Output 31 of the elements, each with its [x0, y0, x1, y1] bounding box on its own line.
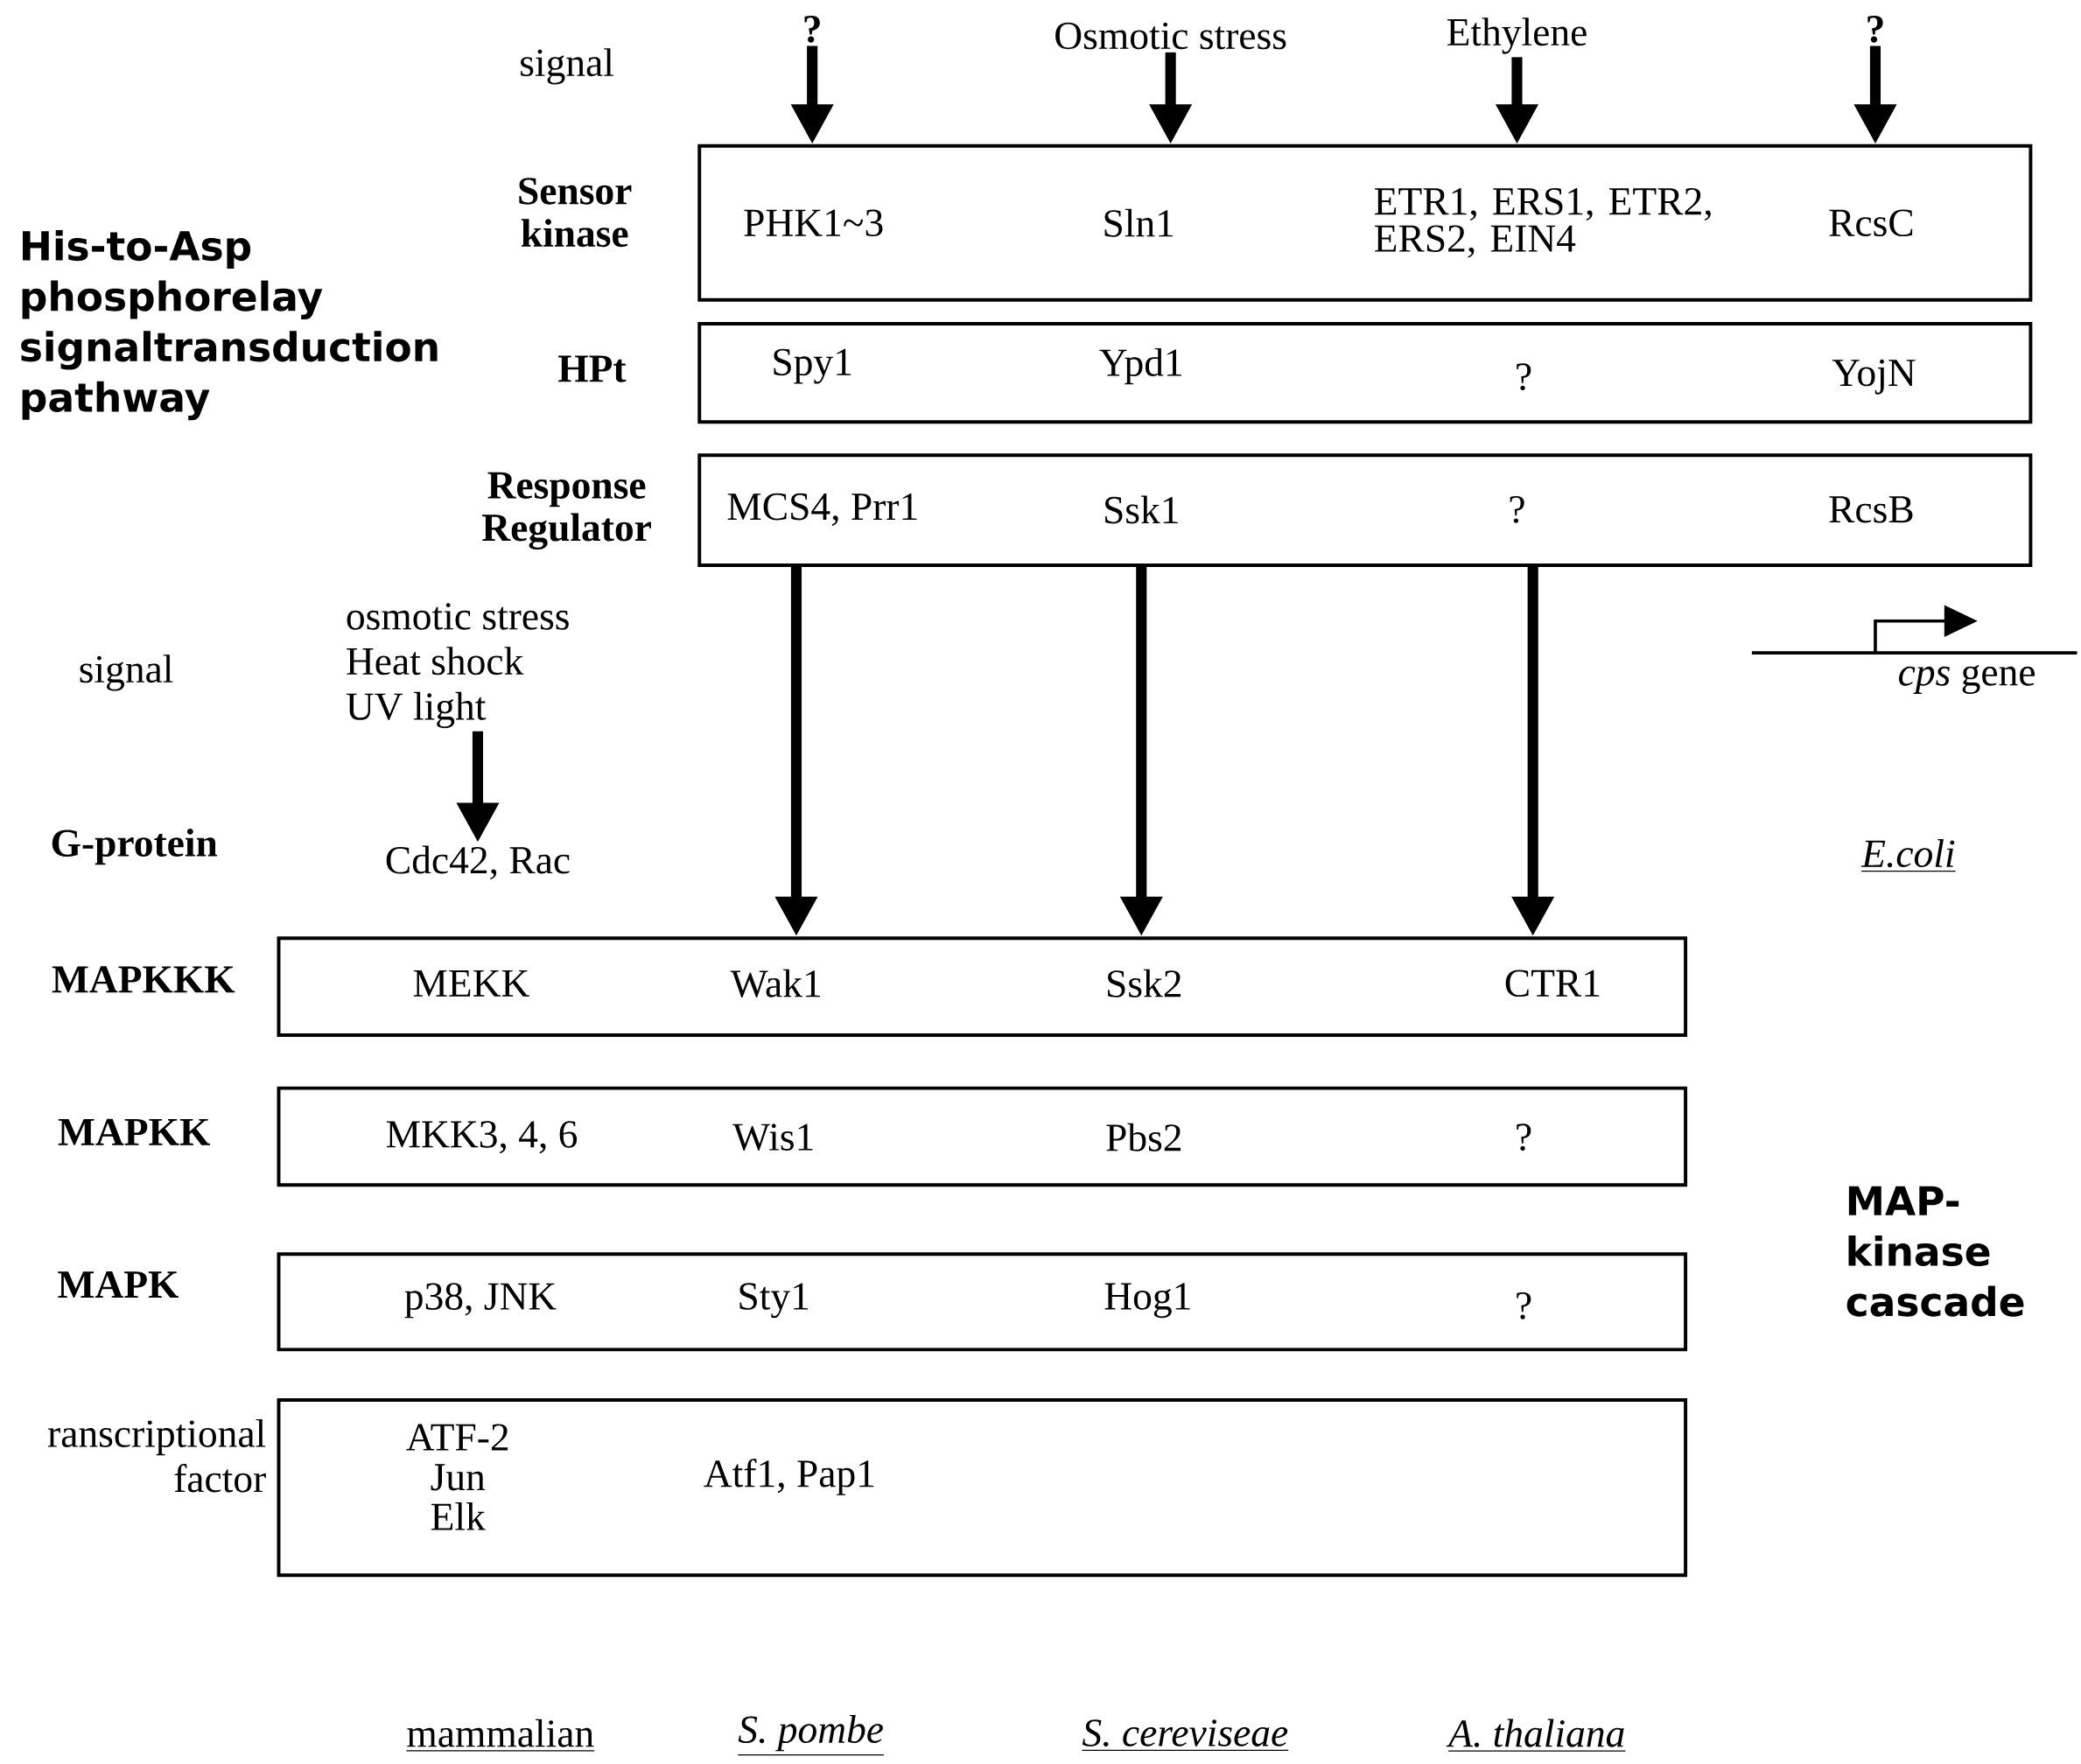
- signal-text: osmotic stress Heat shock UV light: [346, 603, 569, 729]
- organism-label: E.coli: [1860, 839, 1957, 872]
- row-box: MCS4, Prr1 Ssk1 ? RcsB: [697, 453, 2033, 568]
- organism-label: A. thaliana: [1446, 1718, 1626, 1752]
- side-label: signal: [521, 48, 613, 85]
- signal-text: Cdc42, Rac: [386, 845, 570, 880]
- row-box: MKK3, 4, 6 Wis1 Pbs2 ?: [277, 1086, 1688, 1187]
- row-label: G-protein: [52, 829, 218, 865]
- row-box: p38, JNK Sty1 Hog1 ?: [277, 1252, 1688, 1352]
- organism-label: S. cereviseae: [1081, 1719, 1289, 1752]
- cascade-title: MAP- kinase cascade: [1846, 1186, 2024, 1317]
- signal-text: Osmotic stress: [1055, 22, 1286, 50]
- row-box: Spy1 Ypd1 ? YojN: [697, 322, 2033, 424]
- signal-text: Ethylene: [1447, 18, 1587, 54]
- row-box: MEKK Wak1 Ssk2 CTR1: [277, 936, 1688, 1038]
- row-label: MAPKKK: [52, 966, 235, 993]
- row-box: PHK1~3 Sln1 ETR1, ERS1, ETR2, ERS2, EIN4 RcsC: [697, 144, 2033, 302]
- signal-text: ?: [1867, 16, 1883, 43]
- row-box: ATF-2 Jun Elk Atf1, Pap1: [277, 1398, 1688, 1578]
- signal-text: ?: [804, 16, 820, 43]
- row-label: Sensor kinase: [519, 178, 632, 248]
- row-label: Response Regulator: [482, 472, 651, 550]
- pathway-title: His-to-Asp phosphorelay signaltransduction pathway: [21, 230, 438, 421]
- gene-label: cps gene: [1899, 665, 2035, 695]
- row-label: ranscriptional factor: [48, 1419, 266, 1493]
- row-label: MAPK: [58, 1271, 179, 1298]
- row-label: MAPKK: [58, 1118, 210, 1145]
- organism-label: mammalian: [405, 1718, 595, 1752]
- row-label: HPt: [558, 355, 627, 382]
- side-label: signal: [80, 654, 173, 691]
- organism-label: S. pombe: [737, 1715, 885, 1756]
